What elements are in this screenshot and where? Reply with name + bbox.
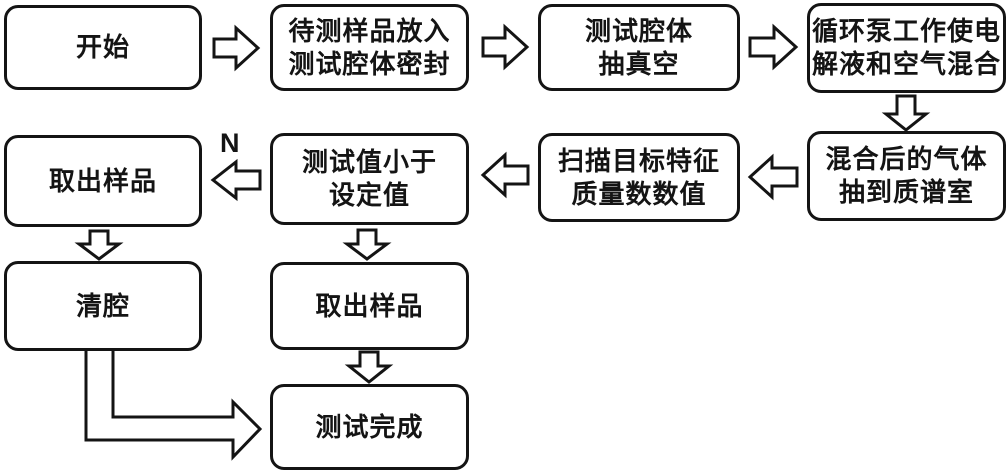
elbow-arrow-clean-chamber-to-test-done: [84, 346, 263, 461]
arrow-compare-to-remove-sample-no: [210, 158, 262, 202]
branch-label-n: N: [220, 128, 240, 158]
arrow-scan-mass-to-compare: [480, 151, 530, 199]
arrow-compare-to-remove-sample-yes: [342, 228, 392, 261]
arrow-remove-sample-yes-to-test-done: [344, 350, 394, 384]
node-pump-mix: 循环泵工作使电 解液和空气混合: [807, 3, 1006, 93]
arrow-vacuum-to-pump-mix: [748, 23, 799, 71]
arrow-pump-mix-to-gas-to-ms: [881, 94, 931, 132]
arrow-place-sample-to-vacuum: [481, 23, 530, 71]
node-vacuum: 测试腔体 抽真空: [538, 4, 740, 91]
arrow-start-to-place-sample: [212, 24, 261, 72]
node-clean-chamber: 清腔: [4, 261, 202, 351]
node-remove-sample-yes: 取出样品: [270, 262, 469, 350]
node-remove-sample-no: 取出样品: [4, 135, 202, 227]
node-scan-mass: 扫描目标特征 质量数数值: [538, 133, 740, 222]
node-gas-to-ms: 混合后的气体 抽到质谱室: [807, 131, 1006, 221]
arrow-gas-to-ms-to-scan-mass: [747, 153, 799, 201]
node-start: 开始: [4, 5, 202, 90]
arrow-remove-sample-no-to-clean-chamber: [74, 229, 124, 261]
node-compare: 测试值小于 设定值: [270, 133, 469, 225]
node-test-done: 测试完成: [270, 384, 469, 470]
node-place-sample: 待测样品放入 测试腔体密封: [270, 4, 469, 91]
